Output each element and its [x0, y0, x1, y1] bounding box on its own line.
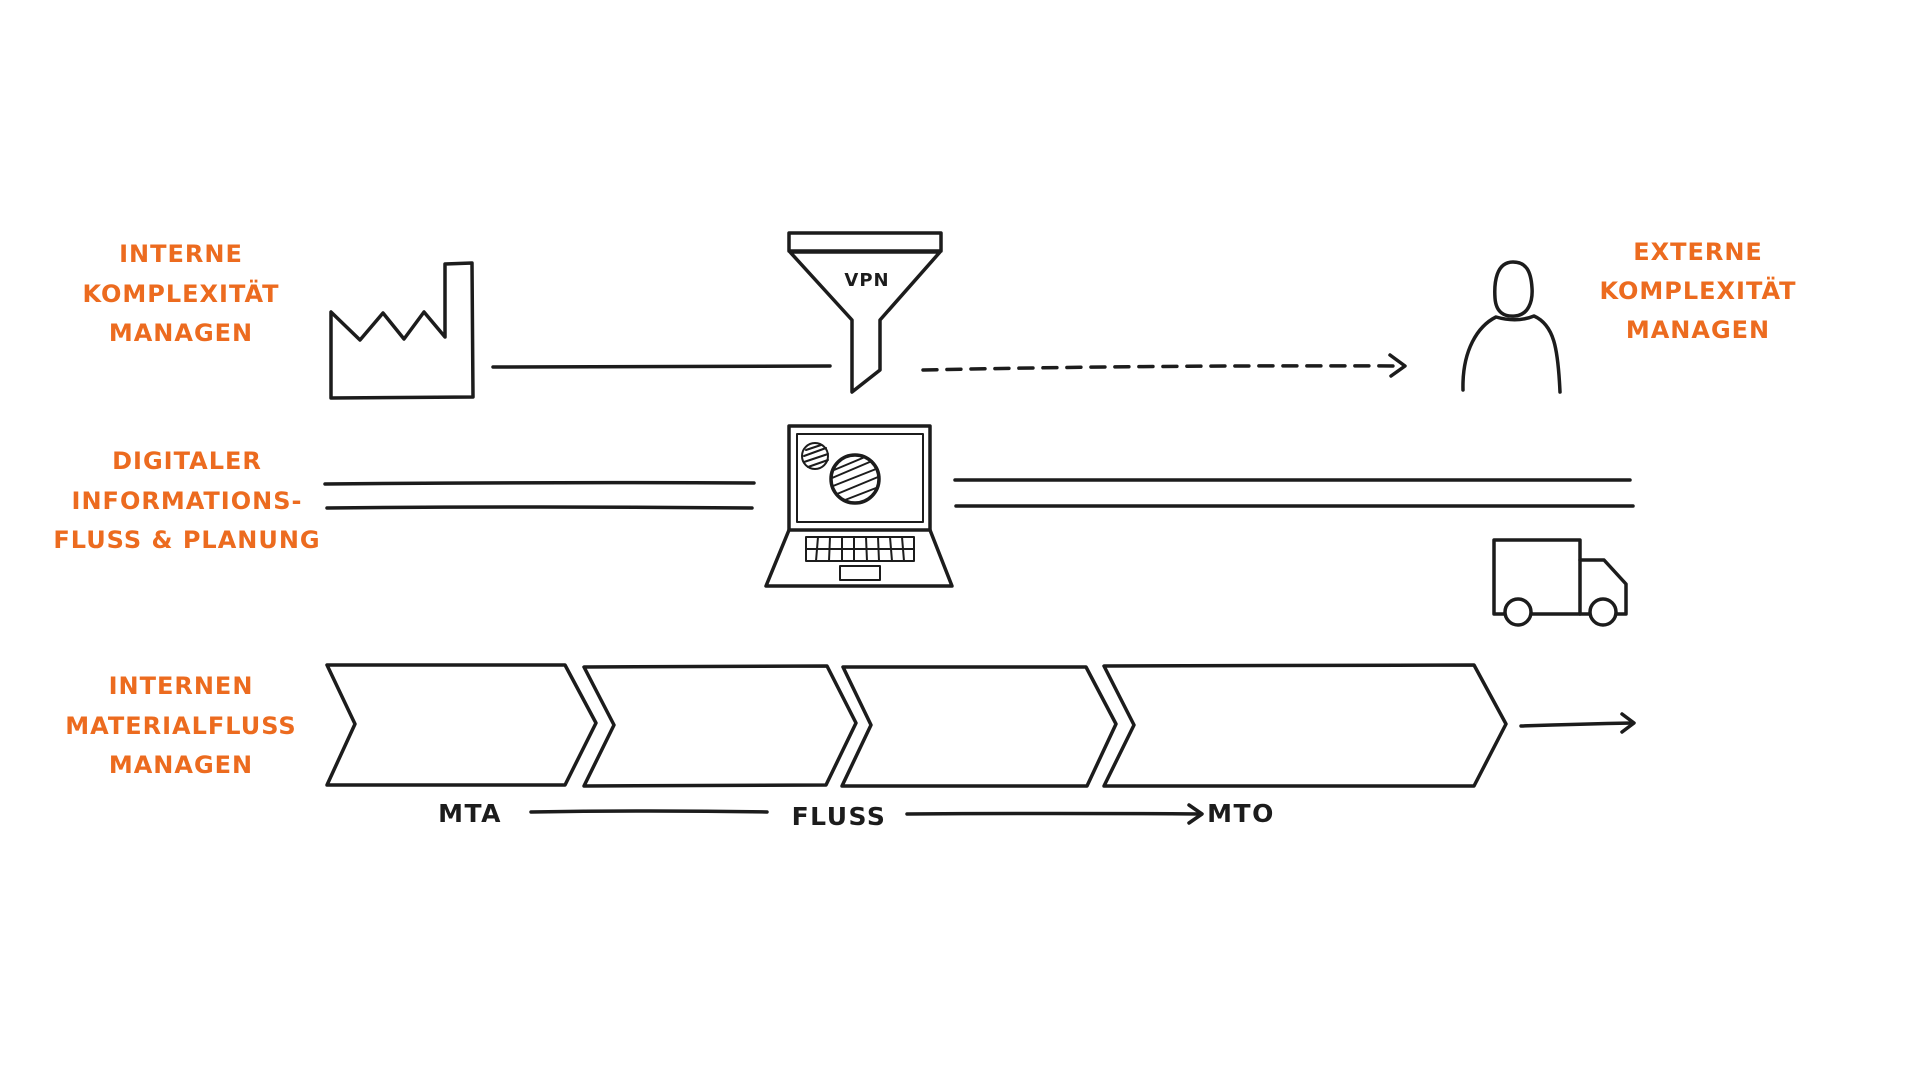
label-line: FLUSS & PLANUNG: [53, 526, 320, 554]
label-line: MANAGEN: [109, 319, 253, 347]
label-internal-material: INTERNEN MATERIALFLUSS MANAGEN: [65, 672, 296, 779]
axis-label-fluss: FLUSS: [792, 802, 887, 831]
output-arrow: [1519, 712, 1636, 734]
process-chevron-icon: [325, 663, 598, 787]
process-chevrons: [325, 663, 1508, 788]
person-icon: [1461, 260, 1562, 394]
label-internal-complexity: INTERNE KOMPLEXITÄT MANAGEN: [82, 240, 279, 347]
label-line: DIGITALER: [112, 447, 262, 475]
label-line: KOMPLEXITÄT: [82, 279, 279, 308]
label-line: INFORMATIONS-: [72, 487, 303, 515]
info-flow-lines-left: [323, 480, 756, 510]
laptop-icon: [764, 424, 954, 588]
truck-icon: [1492, 538, 1628, 627]
factory-icon: [329, 261, 475, 400]
label-line: MANAGEN: [1626, 316, 1770, 344]
connector-line: [491, 364, 832, 369]
label-digital-information: DIGITALER INFORMATIONS- FLUSS & PLANUNG: [53, 447, 320, 554]
label-line: EXTERNE: [1633, 238, 1763, 266]
axis-label-mta: MTA: [438, 799, 502, 828]
process-chevron-icon: [582, 664, 858, 788]
dashed-arrow: [921, 353, 1407, 378]
keyboard: [805, 536, 915, 562]
process-chevron-icon: [840, 665, 1118, 788]
axis-label-mto: MTO: [1207, 799, 1275, 828]
label-line: INTERNEN: [109, 672, 254, 700]
label-line: INTERNE: [119, 240, 243, 268]
label-line: MATERIALFLUSS: [65, 712, 296, 740]
funnel-label: VPN: [844, 270, 889, 291]
mta-mto-axis: MTA FLUSS MTO: [438, 799, 1275, 831]
funnel-icon: VPN: [787, 231, 943, 394]
process-chevron-icon: [1102, 663, 1508, 788]
label-line: KOMPLEXITÄT: [1599, 276, 1796, 305]
label-external-complexity: EXTERNE KOMPLEXITÄT MANAGEN: [1599, 238, 1796, 344]
label-line: MANAGEN: [109, 751, 253, 779]
info-flow-lines-right: [953, 477, 1635, 508]
